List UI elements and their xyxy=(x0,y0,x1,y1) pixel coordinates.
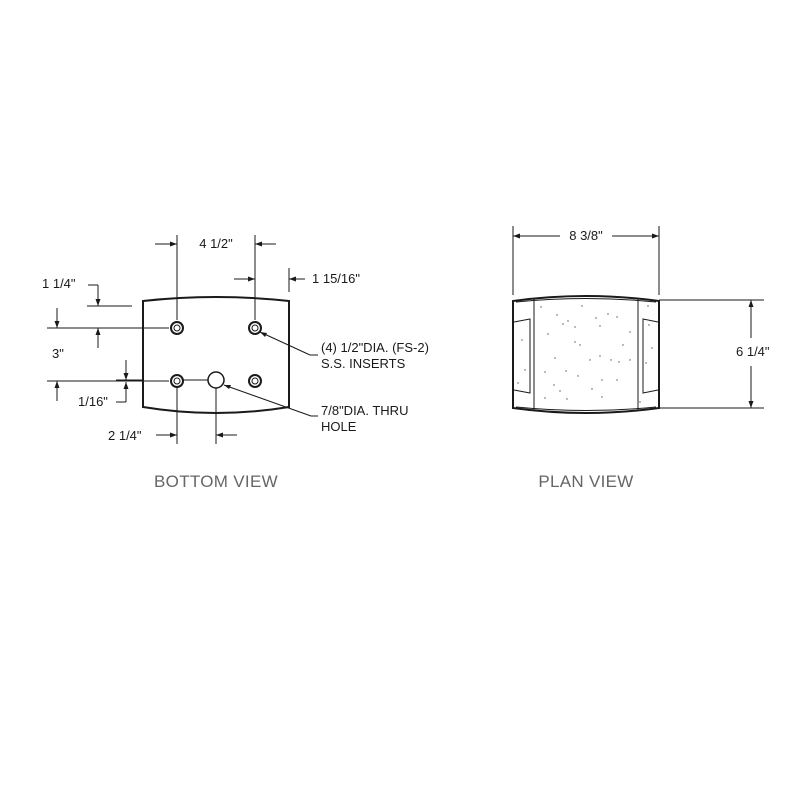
thru-hole xyxy=(207,371,225,389)
svg-text:4 1/2": 4 1/2" xyxy=(199,236,233,251)
dim-1-15-16: 1 15/16" xyxy=(234,268,360,292)
svg-text:S.S. INSERTS: S.S. INSERTS xyxy=(321,356,406,371)
dim-1-1-4: 1 1/4" xyxy=(42,276,132,348)
svg-text:(4) 1/2"DIA. (FS-2): (4) 1/2"DIA. (FS-2) xyxy=(321,340,429,355)
plan-view: 8 3/8" 6 1/4" PLAN VIEW xyxy=(512,226,770,491)
stone-texture xyxy=(517,305,653,403)
plan-view-label: PLAN VIEW xyxy=(538,472,633,491)
svg-text:1 1/4": 1 1/4" xyxy=(42,276,76,291)
insert-top-right xyxy=(248,321,262,335)
svg-text:6 1/4": 6 1/4" xyxy=(736,344,770,359)
svg-text:HOLE: HOLE xyxy=(321,419,357,434)
bottom-view-label: BOTTOM VIEW xyxy=(154,472,278,491)
svg-text:2 1/4": 2 1/4" xyxy=(108,428,142,443)
dim-8-3-8: 8 3/8" xyxy=(512,226,660,295)
dim-6-1-4: 6 1/4" xyxy=(659,299,770,409)
callout-thru-hole: 7/8"DIA. THRU HOLE xyxy=(223,384,408,434)
dim-3: 3" xyxy=(47,308,169,401)
svg-text:8 3/8": 8 3/8" xyxy=(569,228,603,243)
svg-text:7/8"DIA. THRU: 7/8"DIA. THRU xyxy=(321,403,408,418)
insert-bottom-right xyxy=(248,374,262,388)
bottom-view: 4 1/2" 1 15/16" 1 1/4" 3" xyxy=(42,235,429,491)
insert-top-left xyxy=(170,321,184,335)
dim-2-1-4: 2 1/4" xyxy=(108,388,237,444)
right-side-panel xyxy=(642,318,659,394)
callout-inserts: (4) 1/2"DIA. (FS-2) S.S. INSERTS xyxy=(259,331,429,371)
dim-4-1-2: 4 1/2" xyxy=(155,235,276,320)
insert-bottom-left xyxy=(170,374,184,388)
plan-view-outline xyxy=(512,295,660,414)
svg-text:3": 3" xyxy=(52,346,64,361)
left-side-panel xyxy=(513,318,531,394)
svg-text:1 15/16": 1 15/16" xyxy=(312,271,360,286)
bottom-view-plate-outline xyxy=(142,296,290,414)
dim-1-16: 1/16" xyxy=(78,360,129,409)
svg-text:1/16": 1/16" xyxy=(78,394,108,409)
